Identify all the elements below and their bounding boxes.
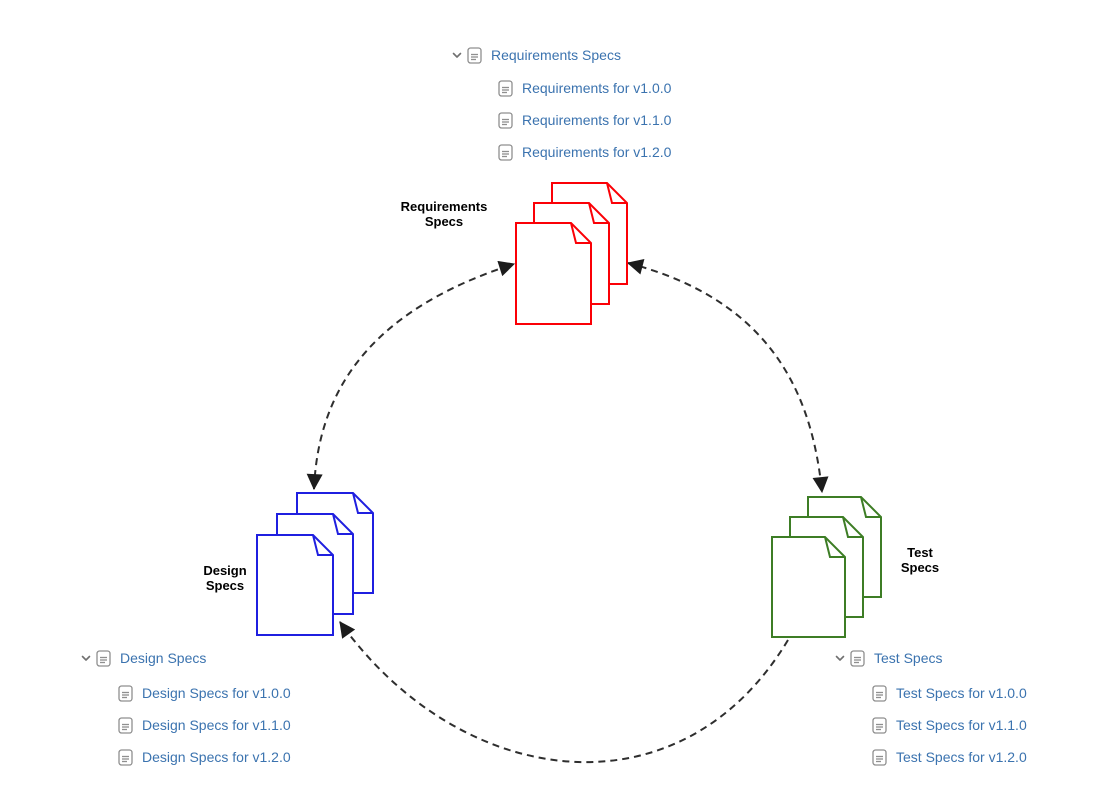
tree-item-requirements-v100: Requirements for v1.0.0 <box>498 77 671 99</box>
chevron-down-icon[interactable] <box>452 52 462 59</box>
page-fold <box>842 516 863 538</box>
tree-item-design-v120: Design Specs for v1.2.0 <box>118 746 291 768</box>
arc-test-design <box>339 621 789 764</box>
tree-item-test-v110: Test Specs for v1.1.0 <box>872 714 1027 736</box>
chevron-down-icon[interactable] <box>81 655 91 662</box>
page-link-design-v110[interactable]: Design Specs for v1.1.0 <box>142 717 291 733</box>
page-icon <box>498 111 513 129</box>
page-link-test-v120[interactable]: Test Specs for v1.2.0 <box>896 749 1027 765</box>
page-link-design-v120[interactable]: Design Specs for v1.2.0 <box>142 749 291 765</box>
arc-requirements-test <box>626 259 829 494</box>
test-stack-label: Test Specs <box>889 545 951 575</box>
tree-item-requirements-v120: Requirements for v1.2.0 <box>498 141 671 163</box>
page-fold <box>332 513 353 535</box>
tree-item-design-v100: Design Specs for v1.0.0 <box>118 682 291 704</box>
tree-item-design-specs: Design Specs <box>81 647 206 669</box>
tree-item-design-v110: Design Specs for v1.1.0 <box>118 714 291 736</box>
page-link-requirements-v100[interactable]: Requirements for v1.0.0 <box>522 80 672 96</box>
page-icon <box>498 143 513 161</box>
page-link-test-specs[interactable]: Test Specs <box>874 650 943 666</box>
page-icon <box>872 684 887 702</box>
page-icon <box>850 649 865 667</box>
page-fold <box>860 496 881 518</box>
page-icon <box>118 684 133 702</box>
page-fold <box>352 492 373 514</box>
requirements-specs-stack <box>515 182 628 325</box>
tree-item-test-v100: Test Specs for v1.0.0 <box>872 682 1027 704</box>
label-line: Design <box>203 563 247 578</box>
document-shape <box>256 534 334 636</box>
test-specs-stack <box>771 496 882 638</box>
design-specs-stack <box>256 492 374 636</box>
label-line: Requirements <box>400 199 488 214</box>
tree-item-requirements-specs: Requirements Specs <box>452 44 621 66</box>
page-link-requirements-v120[interactable]: Requirements for v1.2.0 <box>522 144 672 160</box>
page-link-test-v110[interactable]: Test Specs for v1.1.0 <box>896 717 1027 733</box>
arc-design-requirements <box>306 260 516 491</box>
page-fold <box>606 182 627 204</box>
page-link-design-specs[interactable]: Design Specs <box>120 650 207 666</box>
page-icon <box>498 79 513 97</box>
tree-item-requirements-v110: Requirements for v1.1.0 <box>498 109 671 131</box>
page-icon <box>118 748 133 766</box>
tree-item-test-v120: Test Specs for v1.2.0 <box>872 746 1027 768</box>
page-fold <box>570 222 591 244</box>
chevron-down-icon[interactable] <box>835 655 845 662</box>
design-stack-label: Design Specs <box>196 563 254 593</box>
page-link-test-v100[interactable]: Test Specs for v1.0.0 <box>896 685 1027 701</box>
page-fold <box>824 536 845 558</box>
document-shape <box>771 536 846 638</box>
document-shape <box>515 222 592 325</box>
label-line: Specs <box>424 214 464 229</box>
page-link-requirements-specs[interactable]: Requirements Specs <box>491 47 621 63</box>
page-fold <box>588 202 609 224</box>
page-icon <box>872 716 887 734</box>
page-icon <box>467 46 482 64</box>
page-fold <box>312 534 333 556</box>
label-line: Specs <box>900 560 940 575</box>
page-link-requirements-v110[interactable]: Requirements for v1.1.0 <box>522 112 672 128</box>
requirements-stack-label: Requirements Specs <box>385 199 503 229</box>
label-line: Specs <box>205 578 245 593</box>
page-icon <box>872 748 887 766</box>
page-icon <box>96 649 111 667</box>
label-line: Test <box>907 545 933 560</box>
tree-item-test-specs: Test Specs <box>835 647 942 669</box>
page-icon <box>118 716 133 734</box>
page-link-design-v100[interactable]: Design Specs for v1.0.0 <box>142 685 291 701</box>
